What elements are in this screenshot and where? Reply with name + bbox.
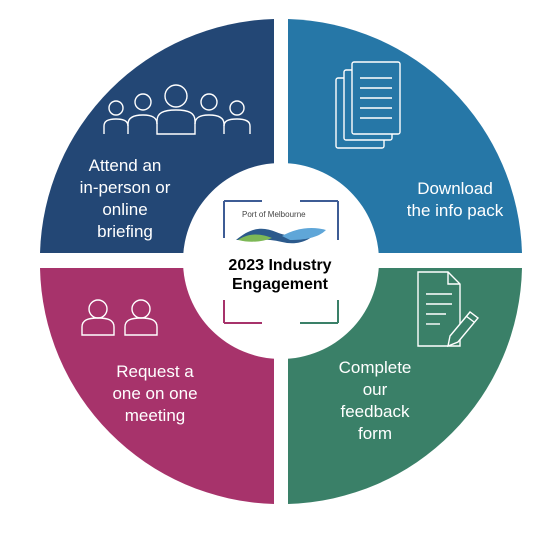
bottom-left-line-2: one on one	[112, 384, 198, 403]
top-left-line-4: briefing	[97, 222, 153, 241]
bottom-left-line-3: meeting	[124, 406, 186, 425]
top-left-label: Attend an in-person or online briefing	[60, 155, 190, 243]
top-left-line-3: online	[102, 200, 148, 219]
bottom-left-label: Request a one on one meeting	[85, 361, 225, 427]
top-right-label: Download the info pack	[385, 178, 525, 222]
top-left-line-2: in-person or	[79, 178, 171, 197]
port-of-melbourne-logo-icon	[236, 228, 326, 244]
two-people-icon	[81, 299, 158, 336]
people-group-icon	[103, 84, 251, 135]
bottom-right-label: Complete our feedback form	[320, 357, 430, 445]
center-title-line-1: 2023 Industry	[228, 257, 332, 274]
bottom-left-line-1: Request a	[116, 362, 194, 381]
bottom-right-line-1: Complete	[338, 358, 412, 377]
logo-text: Port of Melbourne	[242, 210, 306, 219]
top-right-line-1: Download	[417, 179, 493, 198]
bottom-right-line-2: our	[362, 380, 388, 399]
documents-icon	[335, 61, 401, 149]
top-left-line-1: Attend an	[88, 156, 162, 175]
form-pencil-icon	[417, 271, 480, 348]
top-right-line-2: the info pack	[406, 201, 504, 220]
logo-frame	[223, 200, 339, 324]
bottom-right-line-3: feedback	[340, 402, 410, 421]
bottom-right-line-4: form	[358, 424, 392, 443]
center-title: 2023 Industry Engagement	[206, 256, 354, 294]
center-circle	[183, 163, 379, 359]
center-title-line-2: Engagement	[231, 276, 328, 293]
